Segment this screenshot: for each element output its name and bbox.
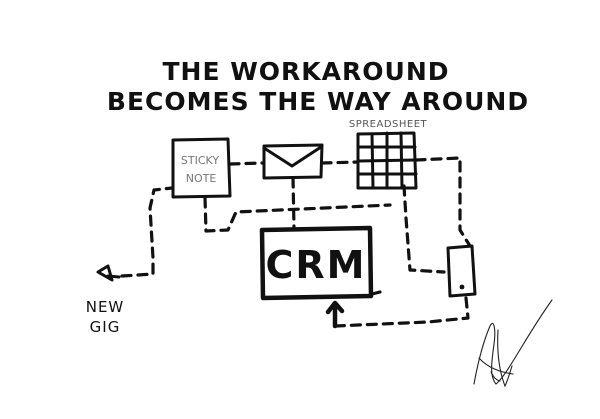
start-pin-icon	[96, 264, 121, 282]
sticky-note-box	[171, 137, 232, 199]
crm-label: CRM	[266, 243, 367, 287]
crm-box	[259, 225, 374, 301]
new-gig-line-1: NEW	[86, 298, 125, 316]
connector-sticky-to-email	[228, 161, 264, 166]
connector-spreadsheet-right	[414, 156, 472, 248]
connector-crm-right	[370, 290, 382, 296]
connector-email-to-crm	[291, 176, 296, 230]
sticky-note-node: STICKY NOTE	[171, 137, 232, 199]
signature-mark	[473, 299, 553, 388]
connector-lines	[120, 156, 472, 328]
sticky-note-line-1: STICKY	[181, 154, 219, 167]
sticky-note-line-2: NOTE	[186, 172, 217, 185]
connector-sticky-down	[203, 196, 392, 233]
title-line-1: THE WORKAROUND	[162, 57, 449, 86]
email-node	[262, 143, 324, 180]
phone-node	[446, 244, 477, 298]
connector-spreadsheet-down	[402, 184, 446, 274]
new-gig-node: NEW GIG	[86, 264, 125, 336]
arrow-up-icon	[325, 300, 345, 329]
connector-email-to-spreadsheet	[320, 160, 360, 165]
title-line-2: BECOMES THE WAY AROUND	[107, 87, 529, 116]
phone-icon	[446, 244, 477, 298]
new-gig-line-2: GIG	[90, 318, 121, 336]
spreadsheet-label: SPREADSHEET	[349, 119, 428, 130]
grid-icon	[356, 131, 418, 190]
spreadsheet-node: SPREADSHEET	[349, 119, 428, 190]
envelope-icon	[262, 143, 324, 180]
connector-phone-to-crm	[333, 296, 470, 328]
crm-node: CRM	[259, 225, 374, 329]
connector-gig-to-sticky	[120, 186, 174, 278]
